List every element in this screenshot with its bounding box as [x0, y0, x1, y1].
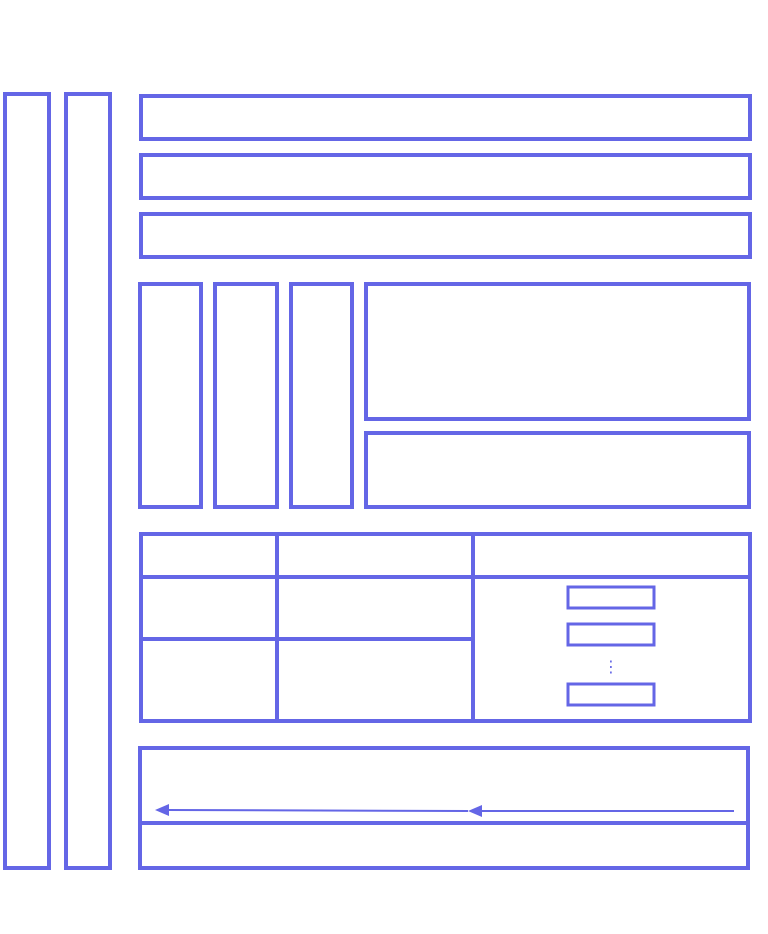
top-bar-3 [139, 212, 752, 259]
vertical-ellipsis: ⋮ [603, 657, 619, 676]
middle-column-1 [138, 282, 203, 509]
left-bar-inner [64, 92, 112, 870]
middle-panel-top [364, 282, 751, 421]
grid-list-item-2 [566, 622, 656, 647]
flow-arrowhead-left [155, 804, 169, 816]
diagram-shapes [3, 92, 752, 870]
top-bar-1 [139, 94, 752, 141]
flow-arrowhead-middle [468, 805, 482, 817]
grid-list-item-3 [566, 682, 656, 707]
grid-table-frame [139, 532, 752, 723]
grid-list-item-1 [566, 585, 656, 610]
middle-panel-bottom [364, 431, 751, 509]
arrowheads [155, 804, 482, 817]
middle-column-2 [213, 282, 279, 509]
top-bar-2 [139, 153, 752, 200]
left-bar-outer [3, 92, 51, 870]
middle-column-3 [289, 282, 354, 509]
flow-arrow-left-shaft [166, 809, 469, 812]
bottom-panel-lower [138, 821, 750, 870]
